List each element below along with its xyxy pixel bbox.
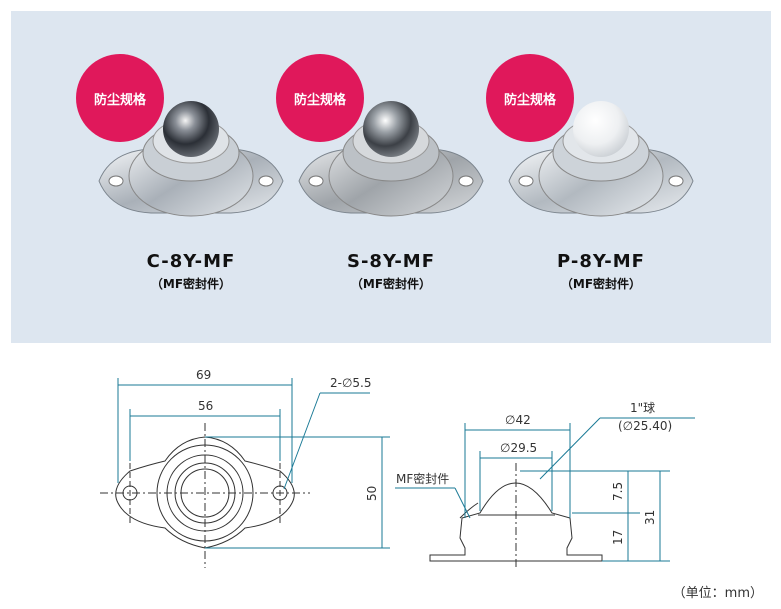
dim-d42: ∅42 (505, 413, 531, 427)
dim-17: 17 (611, 530, 625, 545)
product-name: P-8Y-MF (557, 251, 645, 272)
dim-holes: 2-∅5.5 (330, 376, 372, 390)
dim-56: 56 (198, 399, 213, 413)
ball-transfer-image (508, 101, 694, 217)
dim-69: 69 (196, 368, 211, 382)
product-sub: （MF密封件） (150, 277, 232, 291)
product-sub: （MF密封件） (560, 277, 642, 291)
dustproof-badge: 防尘规格 (276, 54, 364, 142)
product-name: C-8Y-MF (146, 251, 236, 272)
ball-diameter: (∅25.40) (618, 419, 672, 433)
dim-50: 50 (365, 486, 379, 501)
front-view (100, 378, 390, 568)
product-s8y: 防尘规格 S-8Y-MF （MF密封件） (276, 11, 526, 343)
ball-transfer-image (298, 101, 484, 217)
unit-label: （单位：mm） (672, 586, 763, 601)
ball-label: 1"球 (630, 401, 655, 415)
dim-d29-5: ∅29.5 (500, 441, 537, 455)
dustproof-badge: 防尘规格 (486, 54, 574, 142)
technical-drawing: 69 56 2-∅5.5 50 ∅42 ∅29.5 1"球 (∅25.40) M… (100, 368, 695, 568)
dim-31: 31 (643, 510, 657, 525)
product-name: S-8Y-MF (346, 251, 436, 272)
product-c8y: 防尘规格 C-8Y-MF （MF密封件） (76, 11, 326, 343)
product-panel: 防尘规格 C-8Y-MF （MF密封件） 防尘规格 (11, 11, 771, 343)
seal-label: MF密封件 (396, 471, 449, 486)
dim-7-5: 7.5 (611, 482, 625, 501)
product-sub: （MF密封件） (350, 277, 432, 291)
ball-transfer-image (98, 101, 284, 217)
side-view (395, 417, 695, 568)
dustproof-badge: 防尘规格 (76, 54, 164, 142)
product-p8y: 防尘规格 P-8Y-MF （MF密封件） (486, 11, 736, 343)
